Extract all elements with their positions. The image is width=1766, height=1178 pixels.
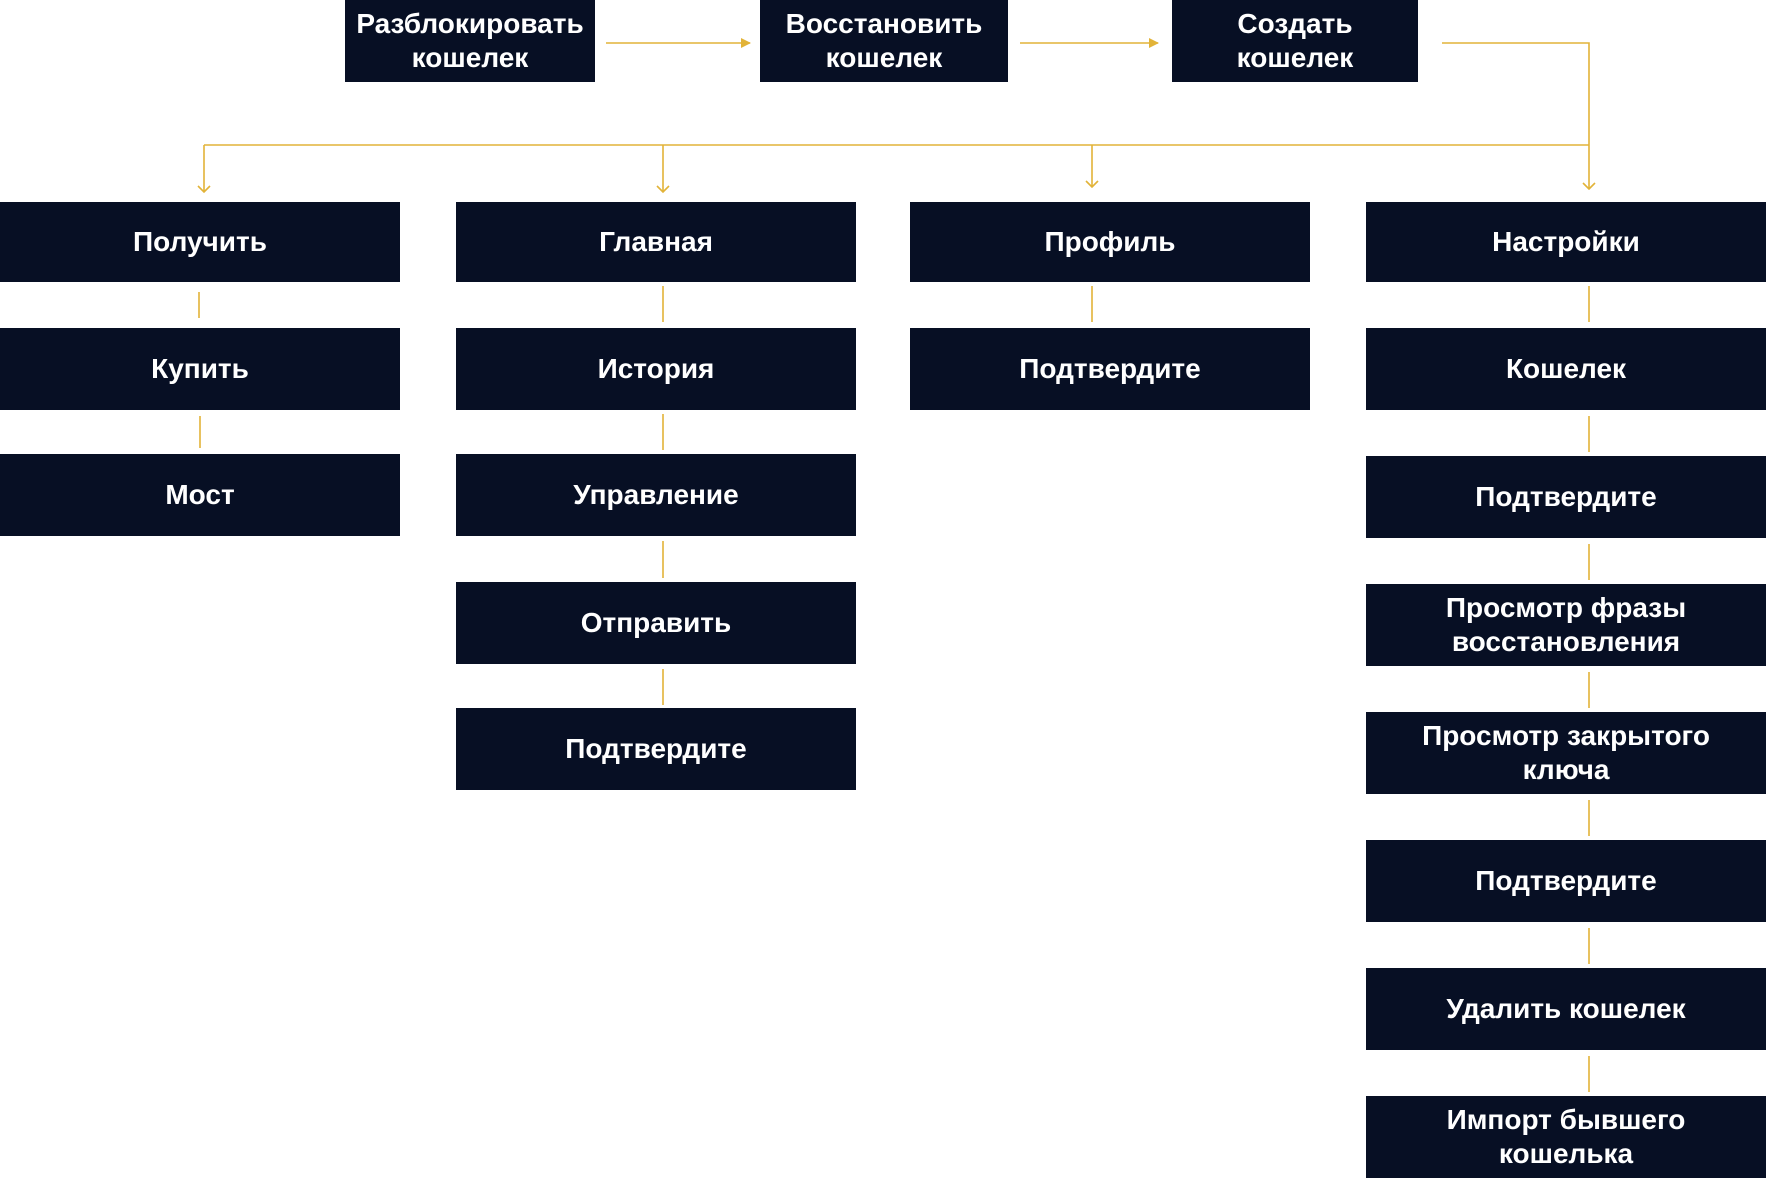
delete-wallet-node[interactable]: Удалить кошелек	[1366, 968, 1766, 1050]
settings-confirm-label-1: Подтвердите	[1475, 481, 1657, 512]
profile-node[interactable]: Профиль	[910, 202, 1310, 282]
profile-label: Профиль	[1044, 226, 1176, 257]
home-confirm-label: Подтвердите	[565, 733, 747, 764]
receive-node[interactable]: Получить	[0, 202, 400, 282]
receive-label: Получить	[133, 226, 267, 257]
wallet-label: Кошелек	[1505, 353, 1627, 384]
unlock-wallet-node[interactable]: Разблокировать кошелек	[345, 0, 595, 82]
profile-confirm-label: Подтвердите	[1019, 353, 1201, 384]
manage-node[interactable]: Управление	[456, 454, 856, 536]
restore-wallet-node[interactable]: Восстановить кошелек	[760, 0, 1008, 82]
create-wallet-node[interactable]: Создать кошелек	[1172, 0, 1418, 82]
create-wallet-label: Создать кошелек	[1236, 8, 1354, 73]
view-recovery-phrase-node[interactable]: Просмотр фразы восстановления	[1366, 584, 1766, 666]
delete-wallet-label: Удалить кошелек	[1446, 993, 1686, 1024]
home-label: Главная	[599, 226, 713, 257]
send-label: Отправить	[580, 607, 732, 638]
profile-confirm-node[interactable]: Подтвердите	[910, 328, 1310, 410]
restore-wallet-label: Восстановить кошелек	[785, 8, 983, 73]
settings-confirm-label-2: Подтвердите	[1475, 865, 1657, 896]
history-label: История	[597, 353, 715, 384]
settings-label: Настройки	[1492, 226, 1640, 257]
import-former-wallet-node[interactable]: Импорт бывшего кошелька	[1366, 1096, 1766, 1178]
wallet-node[interactable]: Кошелек	[1366, 328, 1766, 410]
view-recovery-phrase-label: Просмотр фразы восстановления	[1445, 592, 1687, 657]
view-private-key-label: Просмотр закрытого ключа	[1422, 720, 1710, 785]
home-confirm-node[interactable]: Подтвердите	[456, 708, 856, 790]
unlock-wallet-label: Разблокировать кошелек	[356, 8, 584, 73]
view-private-key-node[interactable]: Просмотр закрытого ключа	[1366, 712, 1766, 794]
settings-confirm-node-1[interactable]: Подтвердите	[1366, 456, 1766, 538]
home-node[interactable]: Главная	[456, 202, 856, 282]
settings-confirm-node-2[interactable]: Подтвердите	[1366, 840, 1766, 922]
bridge-node[interactable]: Мост	[0, 454, 400, 536]
line-create-to-bus	[1442, 42, 1590, 145]
buy-label: Купить	[151, 353, 249, 384]
send-node[interactable]: Отправить	[456, 582, 856, 664]
bridge-label: Мост	[165, 479, 235, 510]
history-node[interactable]: История	[456, 328, 856, 410]
import-former-wallet-label: Импорт бывшего кошелька	[1446, 1104, 1686, 1169]
settings-node[interactable]: Настройки	[1366, 202, 1766, 282]
buy-node[interactable]: Купить	[0, 328, 400, 410]
manage-label: Управление	[573, 479, 739, 510]
